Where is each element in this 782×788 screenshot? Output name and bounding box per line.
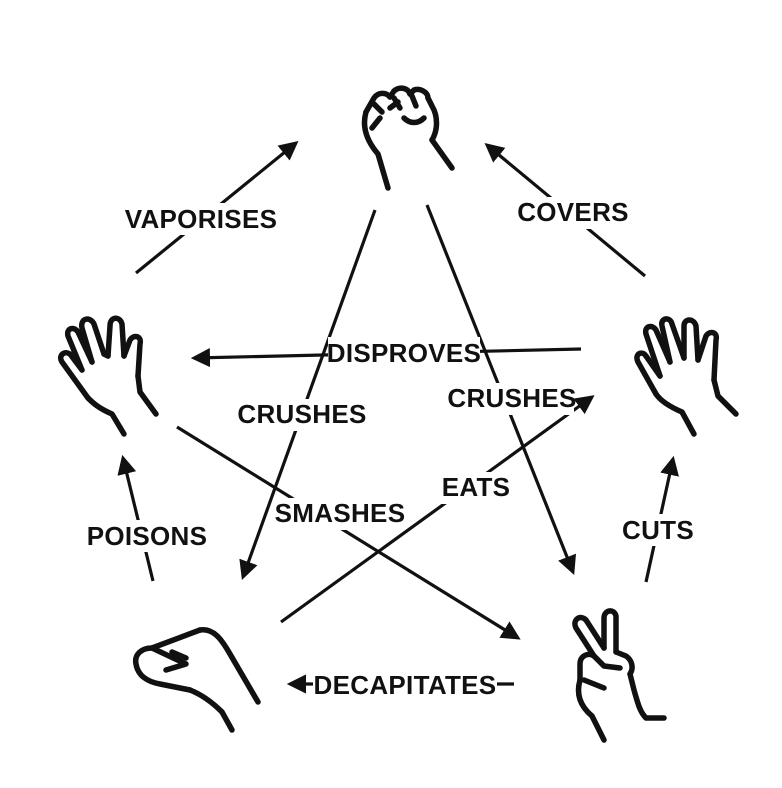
edge-lizard-paper-line — [280, 395, 595, 624]
fist-icon — [361, 85, 455, 191]
edge-label-poisons-text: POISONS — [87, 521, 208, 551]
edge-label-crushes-left-text: CRUSHES — [237, 399, 366, 429]
lizard-hand-icon — [132, 627, 261, 733]
edge-label-covers: COVERS — [517, 197, 629, 229]
edge-label-disproves-text: DISPROVES — [327, 338, 481, 368]
edge-label-smashes: SMASHES — [275, 498, 406, 530]
edge-label-eats-text: EATS — [442, 472, 511, 502]
edge-label-cuts: CUTS — [620, 514, 696, 546]
edge-label-crushes-left: CRUSHES — [237, 399, 366, 431]
peace-hand-icon — [572, 608, 667, 743]
edge-label-cuts-text: CUTS — [622, 515, 694, 545]
edge-label-eats: EATS — [440, 472, 512, 504]
edge-label-smashes-text: SMASHES — [275, 498, 406, 528]
edge-label-vaporises-text: VAPORISES — [125, 204, 277, 234]
edge-label-decapitates-text: DECAPITATES — [314, 670, 497, 700]
edge-label-crushes-right-text: CRUSHES — [447, 383, 576, 413]
edge-spock-scissors-line — [176, 425, 521, 640]
edge-label-decapitates: DECAPITATES — [313, 670, 497, 702]
vulcan-hand-icon — [57, 315, 159, 437]
open-hand-icon — [634, 316, 739, 437]
edge-rock-lizard-line — [239, 209, 377, 581]
edge-label-covers-text: COVERS — [517, 197, 629, 227]
edge-label-disproves: DISPROVES — [327, 337, 481, 369]
edge-label-crushes-right: CRUSHES — [447, 383, 576, 415]
edge-labels: VAPORISES COVERS DISPROVES CRUSHES CRUSH… — [87, 197, 696, 702]
edge-lizard-spock-line — [117, 454, 155, 582]
edge-label-poisons: POISONS — [87, 520, 208, 552]
edge-label-vaporises: VAPORISES — [125, 203, 277, 235]
